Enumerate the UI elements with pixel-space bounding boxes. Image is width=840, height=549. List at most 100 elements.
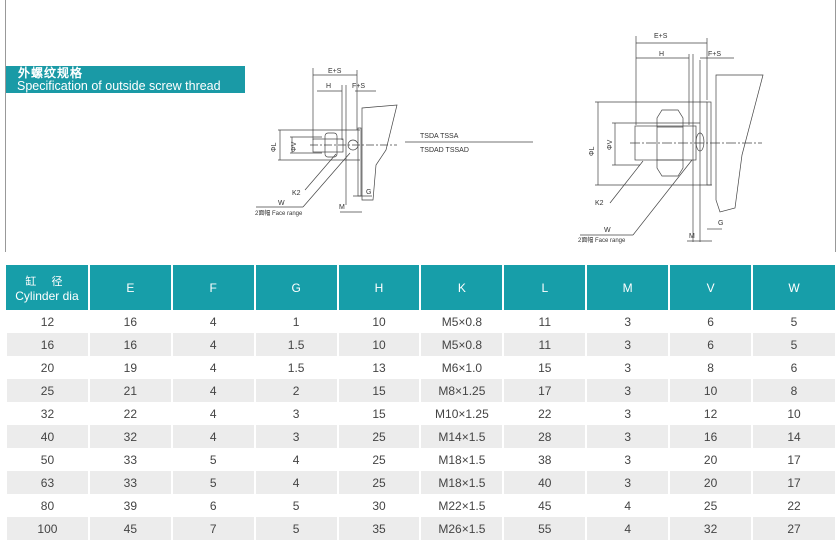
table-cell: 25 <box>336 448 421 471</box>
table-cell: 5 <box>253 517 338 540</box>
table-cell: 33 <box>87 471 172 494</box>
table-cell: 5 <box>170 471 255 494</box>
label-h: H <box>659 51 664 58</box>
table-cell: M6×1.0 <box>419 356 504 379</box>
table-cell: 5 <box>170 448 255 471</box>
table-cell: 22 <box>751 494 835 517</box>
table-cell: 16 <box>5 333 89 356</box>
table-cell: 8 <box>668 356 753 379</box>
table-cell: 38 <box>502 448 587 471</box>
table-cell: 21 <box>87 379 172 402</box>
table-cell: 55 <box>502 517 587 540</box>
table-cell: 3 <box>585 471 670 494</box>
label-g: G <box>366 189 371 196</box>
table-cell: 15 <box>336 379 421 402</box>
table-cell: 63 <box>5 471 89 494</box>
table-cell: 16 <box>87 333 172 356</box>
diagram-right: E+S H F+S ΦL ΦV K2 W 2面幅 Face range G M <box>578 33 764 244</box>
table-cell: 20 <box>668 471 753 494</box>
label-face-range: 2面幅 Face range <box>578 236 626 244</box>
table-cell: 12 <box>668 402 753 425</box>
table-cell: 10 <box>751 402 835 425</box>
table-cell: 40 <box>5 425 89 448</box>
header-l: L <box>502 265 587 310</box>
table-cell: 4 <box>253 471 338 494</box>
table-cell: 11 <box>502 333 587 356</box>
table-cell: 4 <box>253 448 338 471</box>
table-cell: 2 <box>253 379 338 402</box>
table-cell: 39 <box>87 494 172 517</box>
table-cell: 3 <box>585 379 670 402</box>
table-cell: 3 <box>585 356 670 379</box>
table-cell: 13 <box>336 356 421 379</box>
table-cell: 25 <box>336 425 421 448</box>
header-en: Cylinder dia <box>15 288 79 303</box>
header-k: K <box>419 265 504 310</box>
table-cell: 25 <box>5 379 89 402</box>
table-cell: 33 <box>87 448 172 471</box>
table-cell: M22×1.5 <box>419 494 504 517</box>
table-cell: 8 <box>751 379 835 402</box>
table-cell: 32 <box>668 517 753 540</box>
frame-right-border <box>835 0 836 252</box>
label-f-s: F+S <box>708 51 721 58</box>
label-e-s: E+S <box>654 33 668 40</box>
table-cell: 50 <box>5 448 89 471</box>
label-k2: K2 <box>292 190 301 197</box>
table-cell: 25 <box>668 494 753 517</box>
table-cell: 1.5 <box>253 333 338 356</box>
section-banner: 外螺纹规格 Specification of outside screw thr… <box>6 66 245 93</box>
table-cell: 3 <box>253 425 338 448</box>
table-cell: 17 <box>751 471 835 494</box>
table-cell: 15 <box>502 356 587 379</box>
table-cell: 10 <box>336 333 421 356</box>
table-cell: M18×1.5 <box>419 448 504 471</box>
table-cell: 25 <box>336 471 421 494</box>
table-cell: 4 <box>170 379 255 402</box>
table-cell: 45 <box>87 517 172 540</box>
table-cell: 20 <box>668 448 753 471</box>
header-w: W <box>751 265 835 310</box>
table-cell: M5×0.8 <box>419 333 504 356</box>
table-cell: 16 <box>87 310 172 333</box>
label-face-range: 2面幅 Face range <box>255 209 303 217</box>
table-cell: 3 <box>253 402 338 425</box>
label-w: W <box>278 200 285 207</box>
table-cell: 5 <box>751 333 835 356</box>
model-label-bottom: TSDAD TSSAD <box>420 147 469 154</box>
label-e-s: E+S <box>328 68 342 75</box>
table-cell: 3 <box>585 448 670 471</box>
table-cell: M14×1.5 <box>419 425 504 448</box>
table-cell: M8×1.25 <box>419 379 504 402</box>
table-cell: 6 <box>668 333 753 356</box>
table-cell: 4 <box>170 310 255 333</box>
table-cell: 22 <box>502 402 587 425</box>
header-g: G <box>253 265 338 310</box>
table-cell: 28 <box>502 425 587 448</box>
table-cell: 16 <box>668 425 753 448</box>
diagram-left: E+S H F+S ΦL ΦV K2 W 2面幅 Face range G M <box>255 68 398 217</box>
table-cell: M5×0.8 <box>419 310 504 333</box>
header-h: H <box>336 265 421 310</box>
table-cell: 6 <box>751 356 835 379</box>
table-cell: 3 <box>585 425 670 448</box>
banner-title-en: Specification of outside screw thread <box>17 79 221 93</box>
label-m: M <box>689 233 695 240</box>
table-cell: 5 <box>253 494 338 517</box>
table-cell: 10 <box>336 310 421 333</box>
table-cell: 4 <box>170 333 255 356</box>
table-cell: 14 <box>751 425 835 448</box>
header-v: V <box>668 265 753 310</box>
model-labels: TSDA TSSA TSDAD TSSAD <box>405 133 533 154</box>
header-m: M <box>585 265 670 310</box>
label-h: H <box>326 83 331 90</box>
table-cell: 6 <box>668 310 753 333</box>
header-cn: 缸 径 <box>25 275 69 288</box>
table-cell: 4 <box>585 494 670 517</box>
table-cell: 80 <box>5 494 89 517</box>
